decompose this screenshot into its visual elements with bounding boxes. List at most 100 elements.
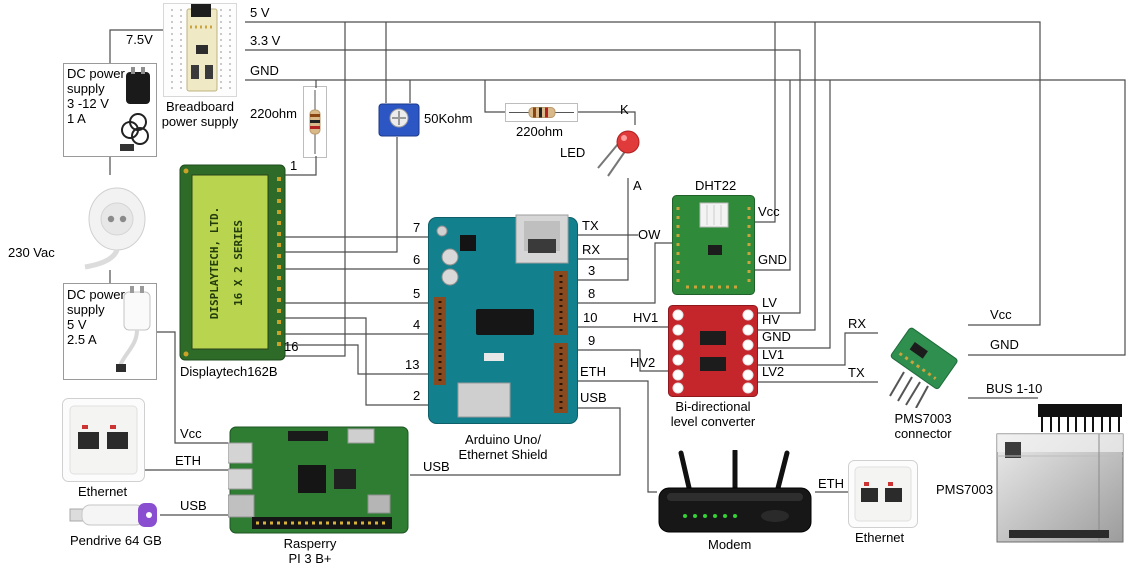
arduino-pin7-label: 7 bbox=[413, 220, 421, 235]
capacitor bbox=[441, 268, 459, 286]
arduino-pin6-label: 6 bbox=[413, 252, 421, 267]
hv1-label: HV1 bbox=[633, 310, 659, 325]
header-strip bbox=[554, 271, 568, 335]
lv1-label: LV1 bbox=[762, 347, 785, 362]
resistor-220-2-image bbox=[505, 103, 578, 122]
pms-gnd-label: GND bbox=[990, 337, 1019, 352]
barrel-jack bbox=[191, 4, 211, 17]
mains-label: 230 Vac bbox=[8, 245, 55, 260]
rail-gnd-label: GND bbox=[250, 63, 279, 78]
pms7003-sensor-image bbox=[995, 430, 1125, 545]
rpi-eth-label: ETH bbox=[175, 453, 201, 468]
ethernet-port bbox=[228, 494, 255, 518]
arduino-pin5-label: 5 bbox=[413, 286, 421, 301]
arduino-caption: Arduino Uno/ Ethernet Shield bbox=[458, 432, 548, 462]
mains-plug-image bbox=[65, 175, 155, 270]
rpi-arduino-usb-label: USB bbox=[423, 459, 450, 474]
level-converter-caption: Bi-directional level converter bbox=[670, 399, 756, 429]
rpi-usb-label: USB bbox=[180, 498, 207, 513]
usb-port bbox=[228, 468, 253, 490]
rail-5v-label: 5 V bbox=[250, 5, 270, 20]
dht22-caption: DHT22 bbox=[695, 178, 737, 193]
ethernet-2-caption: Ethernet bbox=[855, 530, 905, 545]
rj45-port bbox=[861, 488, 878, 502]
arduino-eth-label: ETH bbox=[580, 364, 606, 379]
input-75v-label: 7.5V bbox=[126, 32, 153, 47]
pms-connector-caption: PMS7003 connector bbox=[894, 411, 952, 441]
wall-adapter bbox=[126, 72, 150, 104]
header-strip bbox=[434, 297, 446, 385]
dht22-gnd-label: GND bbox=[758, 252, 787, 267]
mcu-chip bbox=[476, 309, 534, 335]
usb-port bbox=[228, 442, 253, 464]
lcd-pin1-label: 1 bbox=[290, 158, 298, 173]
arduino-pin3-label: 3 bbox=[588, 263, 596, 278]
arduino-rx-label: RX bbox=[582, 242, 601, 257]
led-image bbox=[588, 120, 645, 178]
resistor-1-label: 220ohm bbox=[250, 106, 297, 121]
ethernet-socket-2-image bbox=[848, 460, 918, 528]
pms-rx-label: RX bbox=[848, 316, 867, 331]
lv2-label: LV2 bbox=[762, 364, 785, 379]
lc-gnd-label: GND bbox=[762, 329, 791, 344]
arduino-pin8-label: 8 bbox=[588, 286, 596, 301]
pms-tx-label: TX bbox=[848, 365, 865, 380]
antenna bbox=[678, 450, 693, 495]
resistor-2-label: 220ohm bbox=[516, 124, 563, 139]
arduino-tx-label: TX bbox=[582, 218, 599, 233]
lcd-screen-line2: 16 X 2 SERIES bbox=[232, 220, 245, 306]
ethernet-1-caption: Ethernet bbox=[78, 484, 128, 499]
rj45-port bbox=[78, 432, 99, 449]
wire-r2-gnd bbox=[484, 80, 505, 113]
wire-hv-5v bbox=[758, 22, 816, 331]
capacitor bbox=[441, 248, 459, 266]
soc-chip bbox=[298, 465, 326, 493]
ethernet-socket-1-image bbox=[62, 398, 145, 482]
potentiometer-label: 50Kohm bbox=[424, 111, 473, 126]
led-label: LED bbox=[560, 145, 586, 160]
potentiometer-image bbox=[378, 103, 420, 137]
dc-supply-1-text: DC power supply 3 -12 V 1 A bbox=[67, 66, 125, 126]
pms-bus-label: BUS 1-10 bbox=[986, 381, 1043, 396]
dht22-board-image bbox=[672, 195, 755, 295]
led-anode-label: A bbox=[633, 178, 642, 193]
rj45-port bbox=[885, 488, 902, 502]
lcd-pin16-label: 16 bbox=[284, 339, 299, 354]
pms-vcc-label: Vcc bbox=[990, 307, 1012, 322]
dht22-ow-label: OW bbox=[638, 227, 661, 242]
pms-connector-image bbox=[878, 312, 968, 408]
lv-label: LV bbox=[762, 295, 777, 310]
bus-connector-bar bbox=[1038, 404, 1122, 417]
lcd-screen-line1: DISPLAYTECH, LTD. bbox=[208, 207, 221, 320]
arduino-pin10-label: 10 bbox=[583, 310, 598, 325]
breadboard-caption: Breadboard power supply bbox=[161, 99, 239, 129]
lcd-display-image: DISPLAYTECH, LTD. 16 X 2 SERIES bbox=[178, 163, 287, 362]
lcd-caption: Displaytech162B bbox=[180, 364, 278, 379]
modem-caption: Modem bbox=[708, 537, 752, 552]
breadboard-power-supply-image bbox=[163, 3, 237, 97]
rail-33v-label: 3.3 V bbox=[250, 33, 281, 48]
level-converter-image bbox=[668, 305, 758, 397]
rj45-port bbox=[107, 432, 128, 449]
raspberry-pi-caption: Rasperry PI 3 B+ bbox=[283, 536, 337, 564]
pendrive-image bbox=[68, 500, 160, 530]
resistor-220-1-image bbox=[303, 86, 327, 158]
wire-dht-gnd bbox=[755, 80, 791, 271]
dc-supply-3-12v bbox=[63, 63, 157, 157]
sd-slot bbox=[457, 382, 511, 418]
arduino-pin9-label: 9 bbox=[588, 333, 596, 348]
dc-supply-2-text: DC power supply 5 V 2.5 A bbox=[67, 287, 125, 347]
usb-adapter bbox=[123, 291, 151, 331]
dc-supply-5v bbox=[63, 283, 157, 380]
pendrive-caption: Pendrive 64 GB bbox=[70, 533, 162, 548]
antenna bbox=[774, 450, 790, 495]
raspberry-pi-image bbox=[228, 425, 410, 535]
hv2-label: HV2 bbox=[630, 355, 656, 370]
arduino-pin4-label: 4 bbox=[413, 317, 421, 332]
arduino-pin13-label: 13 bbox=[405, 357, 420, 372]
wire-lcd16-5v bbox=[285, 22, 346, 357]
wire-dht-vcc bbox=[755, 22, 776, 223]
rpi-vcc-label: Vcc bbox=[180, 426, 202, 441]
modem-image bbox=[655, 450, 815, 535]
